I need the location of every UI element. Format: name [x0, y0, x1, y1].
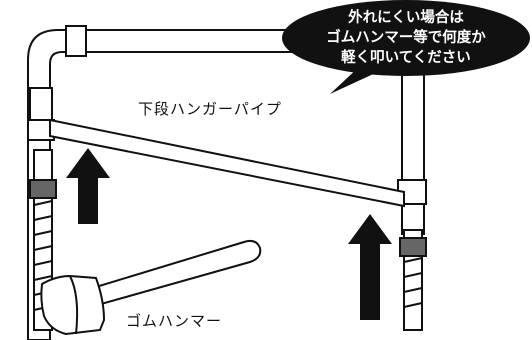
rubber-hammer-icon [40, 239, 262, 336]
lower-hanger-pipe [49, 118, 405, 208]
up-arrow-icon [66, 148, 110, 224]
left-pole-ribbed [29, 149, 57, 331]
callout-line-3: 軽く叩いてください [341, 50, 471, 66]
callout-line-2: ゴムハンマー等で何度か [326, 30, 486, 46]
right-pole-ribbed [399, 229, 427, 331]
callout-bubble [282, 0, 530, 94]
callout-line-1: 外れにくい場合は [348, 10, 464, 26]
callout-text: 外れにくい場合は ゴムハンマー等で何度か 軽く叩いてください [290, 8, 522, 68]
rubber-hammer-label: ゴムハンマー [126, 312, 223, 330]
lower-hanger-pipe-label: 下段ハンガーパイプ [138, 100, 282, 118]
up-arrow-icon [348, 214, 392, 320]
